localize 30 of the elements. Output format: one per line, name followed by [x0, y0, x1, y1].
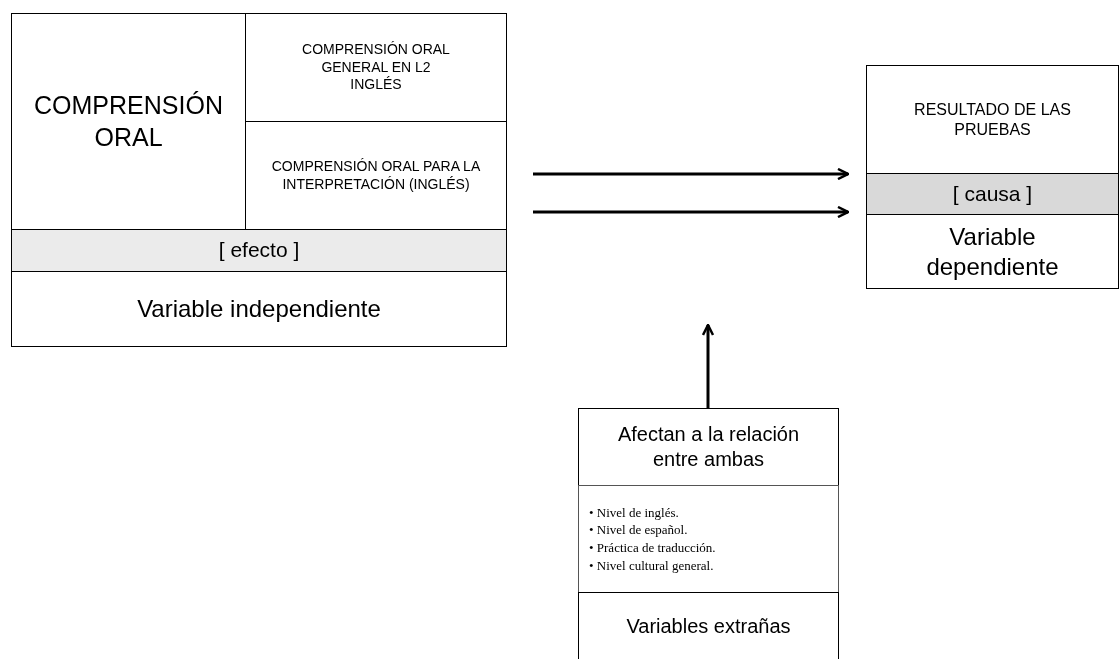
arrow	[533, 167, 850, 181]
text-box	[578, 408, 839, 486]
text-box	[866, 214, 1119, 289]
list-item: • Nivel cultural general.	[589, 556, 715, 575]
list-item: • Nivel de inglés.	[589, 503, 680, 522]
text-box	[11, 271, 507, 347]
node-label: Afectan a la relación entre ambas	[616, 422, 801, 472]
list-item: • Práctica de traducción.	[589, 539, 717, 557]
list-panel	[578, 485, 839, 593]
text-box	[578, 592, 839, 659]
label-band	[11, 229, 507, 272]
node-label: [ causa ]	[951, 180, 1034, 207]
label-band	[866, 173, 1119, 215]
outline-box	[578, 408, 839, 658]
node-label: Variable independiente	[136, 294, 382, 324]
list-item: • Nivel de español.	[589, 521, 689, 539]
arrow	[533, 205, 850, 219]
node-label: RESULTADO DE LAS PRUEBAS	[913, 99, 1072, 140]
outline-box	[866, 65, 1119, 289]
text-box	[245, 13, 507, 122]
text-box	[11, 13, 246, 230]
node-label: Variable dependiente	[925, 221, 1060, 282]
outline-box	[11, 13, 505, 347]
node-label: COMPRENSIÓN ORAL PARA LA INTERPRETACIÓN (INGLÉS)	[270, 158, 482, 193]
node-label: Variables extrañas	[625, 613, 792, 639]
node-label: [ efecto ]	[217, 237, 301, 264]
text-box	[866, 65, 1119, 174]
node-label: COMPRENSIÓN ORAL GENERAL EN L2 INGLÉS	[301, 41, 451, 94]
arrow	[701, 323, 715, 408]
node-label: COMPRENSIÓN ORAL	[33, 90, 224, 153]
